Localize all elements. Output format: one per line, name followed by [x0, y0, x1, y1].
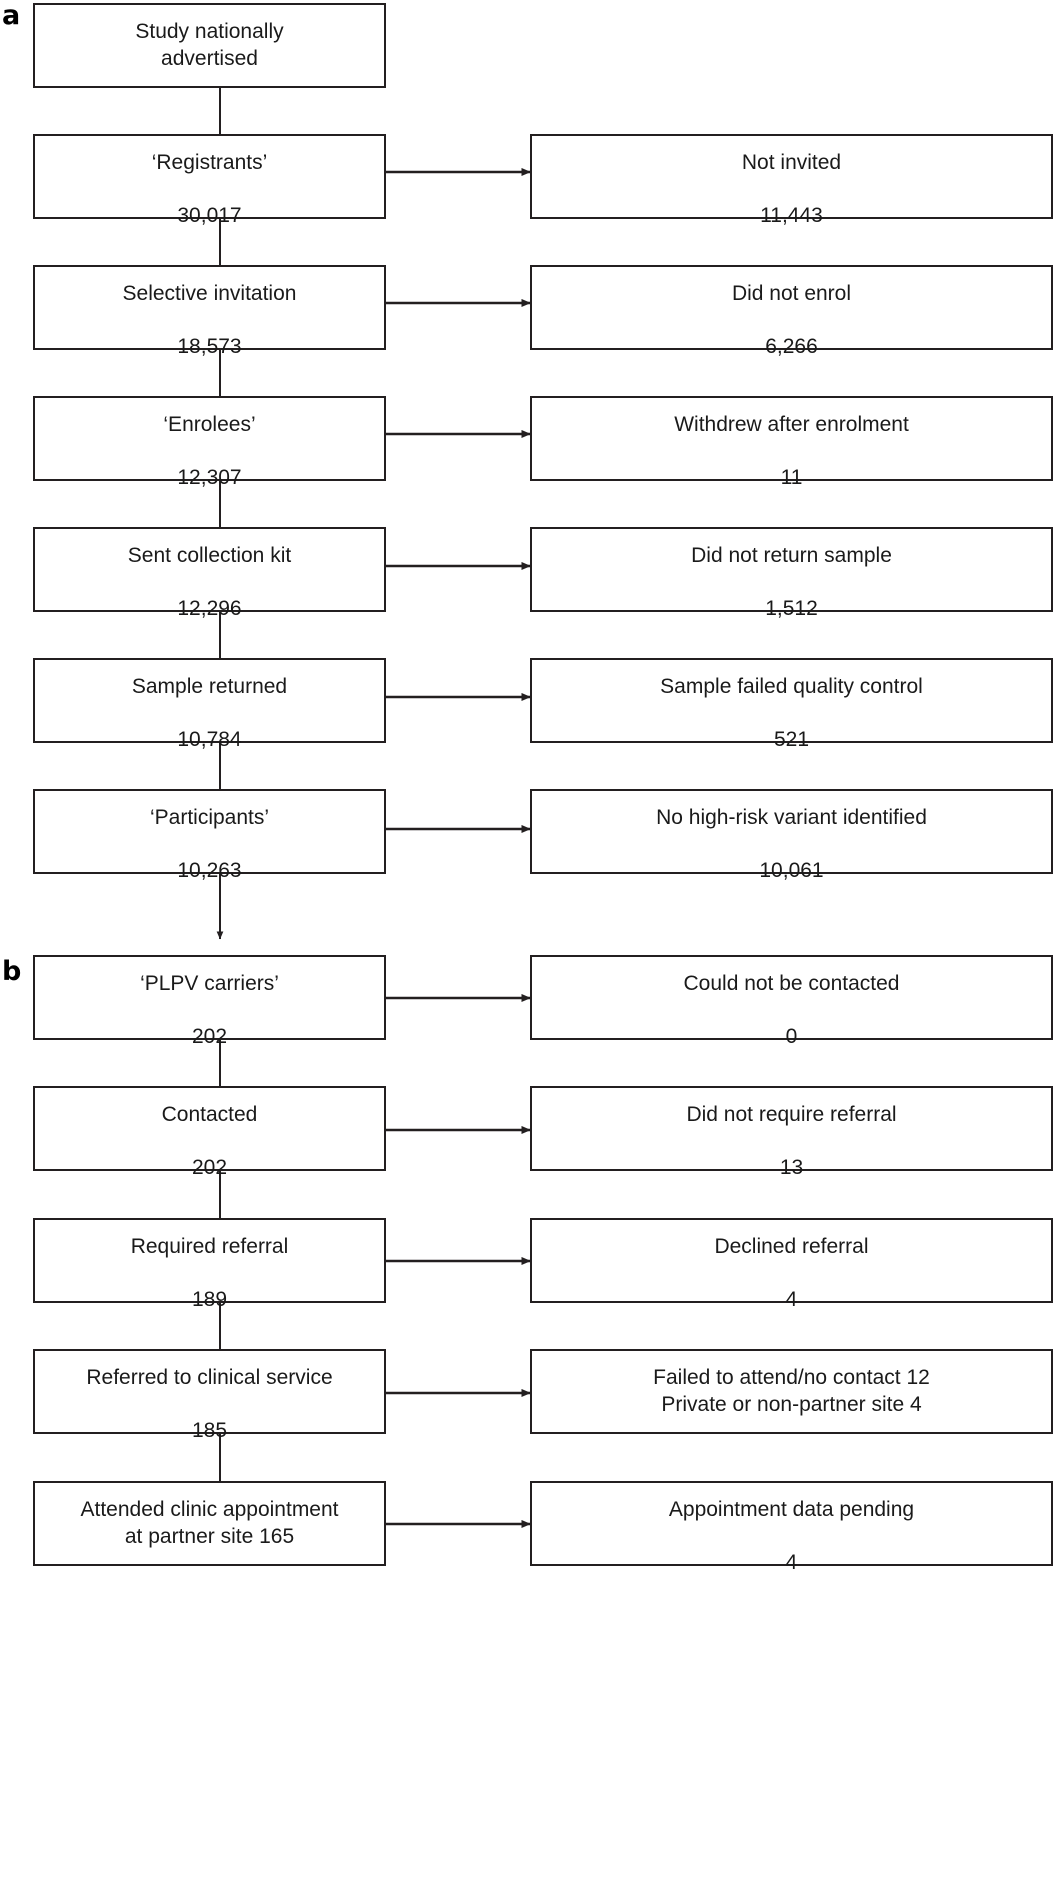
node-count: 13 [779, 1156, 804, 1180]
node-text: Sent collection kit 12,296 [120, 516, 299, 624]
node-count: 189 [191, 1288, 228, 1312]
node-text: Contacted 202 [154, 1075, 266, 1183]
node-title: Could not be contacted [683, 971, 900, 995]
node-count: 4 [785, 1288, 798, 1312]
node-count: 202 [191, 1025, 228, 1049]
node-text: Required referral 189 [123, 1207, 297, 1315]
node-count: 1,512 [765, 597, 818, 621]
horizontal-connectors [386, 167, 531, 1529]
node-count: 0 [785, 1025, 798, 1049]
node-text: Appointment data pending 4 [661, 1470, 922, 1578]
node-text: Selective invitation 18,573 [115, 254, 305, 362]
node-title: ‘Enrolees’ [163, 412, 256, 436]
node-count: 30,017 [177, 204, 242, 228]
node-did-not-return-sample[interactable]: Did not return sample 1,512 [530, 527, 1053, 620]
node-text: ‘PLPV carriers’ 202 [132, 944, 287, 1052]
node-could-not-be-contacted[interactable]: Could not be contacted 0 [530, 955, 1053, 1048]
node-title: Sample failed quality control [660, 674, 923, 698]
node-text: Not invited 11,443 [734, 123, 849, 231]
node-selective-invitation[interactable]: Selective invitation 18,573 [33, 265, 386, 358]
node-referred-clinical-service[interactable]: Referred to clinical service 185 [33, 1349, 386, 1442]
node-sample-failed-qc[interactable]: Sample failed quality control 521 [530, 658, 1053, 751]
node-text: Withdrew after enrolment 11 [666, 385, 917, 493]
node-count: 10,263 [177, 859, 242, 883]
node-required-referral[interactable]: Required referral 189 [33, 1218, 386, 1311]
node-count: 18,573 [177, 335, 242, 359]
node-text: No high-risk variant identified 10,061 [648, 778, 935, 886]
node-registrants[interactable]: ‘Registrants’ 30,017 [33, 134, 386, 227]
node-title: Did not return sample [691, 543, 892, 567]
node-enrolees[interactable]: ‘Enrolees’ 12,307 [33, 396, 386, 489]
node-count: 202 [191, 1156, 228, 1180]
node-participants[interactable]: ‘Participants’ 10,263 [33, 789, 386, 882]
node-text: Did not return sample 1,512 [683, 516, 900, 624]
node-count: 6,266 [765, 335, 818, 359]
node-text: Could not be contacted 0 [676, 944, 908, 1052]
node-title: Selective invitation [122, 281, 297, 305]
node-text: ‘Enrolees’ 12,307 [155, 385, 263, 493]
node-title: Contacted [161, 1102, 258, 1126]
node-appointment-data-pending[interactable]: Appointment data pending 4 [530, 1481, 1053, 1574]
node-title: Did not enrol [731, 281, 852, 305]
node-text: ‘Registrants’ 30,017 [144, 123, 276, 231]
node-title: Declined referral [714, 1234, 869, 1258]
node-count: 4 [785, 1551, 798, 1575]
node-title: Referred to clinical service [86, 1365, 333, 1389]
node-text: Did not enrol 6,266 [724, 254, 859, 362]
node-count: 11 [780, 466, 803, 490]
node-title: Not invited [741, 150, 842, 174]
node-declined-referral[interactable]: Declined referral 4 [530, 1218, 1053, 1311]
node-count: 10,784 [177, 728, 242, 752]
node-text: Failed to attend/no contact 12 Private o… [653, 1365, 930, 1416]
node-text: Declined referral 4 [706, 1207, 876, 1315]
node-title: Sample returned [131, 674, 288, 698]
node-attended-clinic-appointment[interactable]: Attended clinic appointment at partner s… [33, 1481, 386, 1566]
node-not-invited[interactable]: Not invited 11,443 [530, 134, 1053, 227]
node-contacted[interactable]: Contacted 202 [33, 1086, 386, 1179]
node-failed-to-attend[interactable]: Failed to attend/no contact 12 Private o… [530, 1349, 1053, 1434]
node-title: ‘Registrants’ [151, 150, 268, 174]
node-text: Attended clinic appointment at partner s… [80, 1497, 339, 1548]
node-sent-collection-kit[interactable]: Sent collection kit 12,296 [33, 527, 386, 620]
node-title: Did not require referral [686, 1102, 897, 1126]
node-text: Sample failed quality control 521 [652, 647, 931, 755]
node-did-not-enrol[interactable]: Did not enrol 6,266 [530, 265, 1053, 358]
node-sample-returned[interactable]: Sample returned 10,784 [33, 658, 386, 751]
node-title: Required referral [130, 1234, 289, 1258]
node-text: Sample returned 10,784 [124, 647, 295, 755]
node-count: 521 [773, 728, 810, 752]
node-withdrew-after-enrolment[interactable]: Withdrew after enrolment 11 [530, 396, 1053, 489]
node-title: ‘Participants’ [149, 805, 270, 829]
node-title: ‘PLPV carriers’ [140, 971, 279, 995]
node-count: 12,296 [177, 597, 242, 621]
node-title: Withdrew after enrolment [674, 412, 909, 436]
panel-label-a: a [2, 0, 20, 31]
node-text: Study nationally advertised [135, 19, 284, 70]
node-no-high-risk-variant[interactable]: No high-risk variant identified 10,061 [530, 789, 1053, 882]
node-title: Appointment data pending [668, 1497, 915, 1521]
node-count: 12,307 [177, 466, 242, 490]
node-plpv-carriers[interactable]: ‘PLPV carriers’ 202 [33, 955, 386, 1048]
node-text: Referred to clinical service 185 [78, 1338, 340, 1446]
node-text: Did not require referral 13 [678, 1075, 904, 1183]
node-did-not-require-referral[interactable]: Did not require referral 13 [530, 1086, 1053, 1179]
node-count: 11,443 [760, 204, 823, 228]
node-study-advertised[interactable]: Study nationally advertised [33, 3, 386, 88]
node-count: 185 [191, 1419, 228, 1443]
node-count: 10,061 [759, 859, 824, 883]
node-title: Sent collection kit [127, 543, 292, 567]
node-title: No high-risk variant identified [656, 805, 927, 829]
node-text: ‘Participants’ 10,263 [142, 778, 277, 886]
panel-label-b: b [2, 956, 21, 987]
